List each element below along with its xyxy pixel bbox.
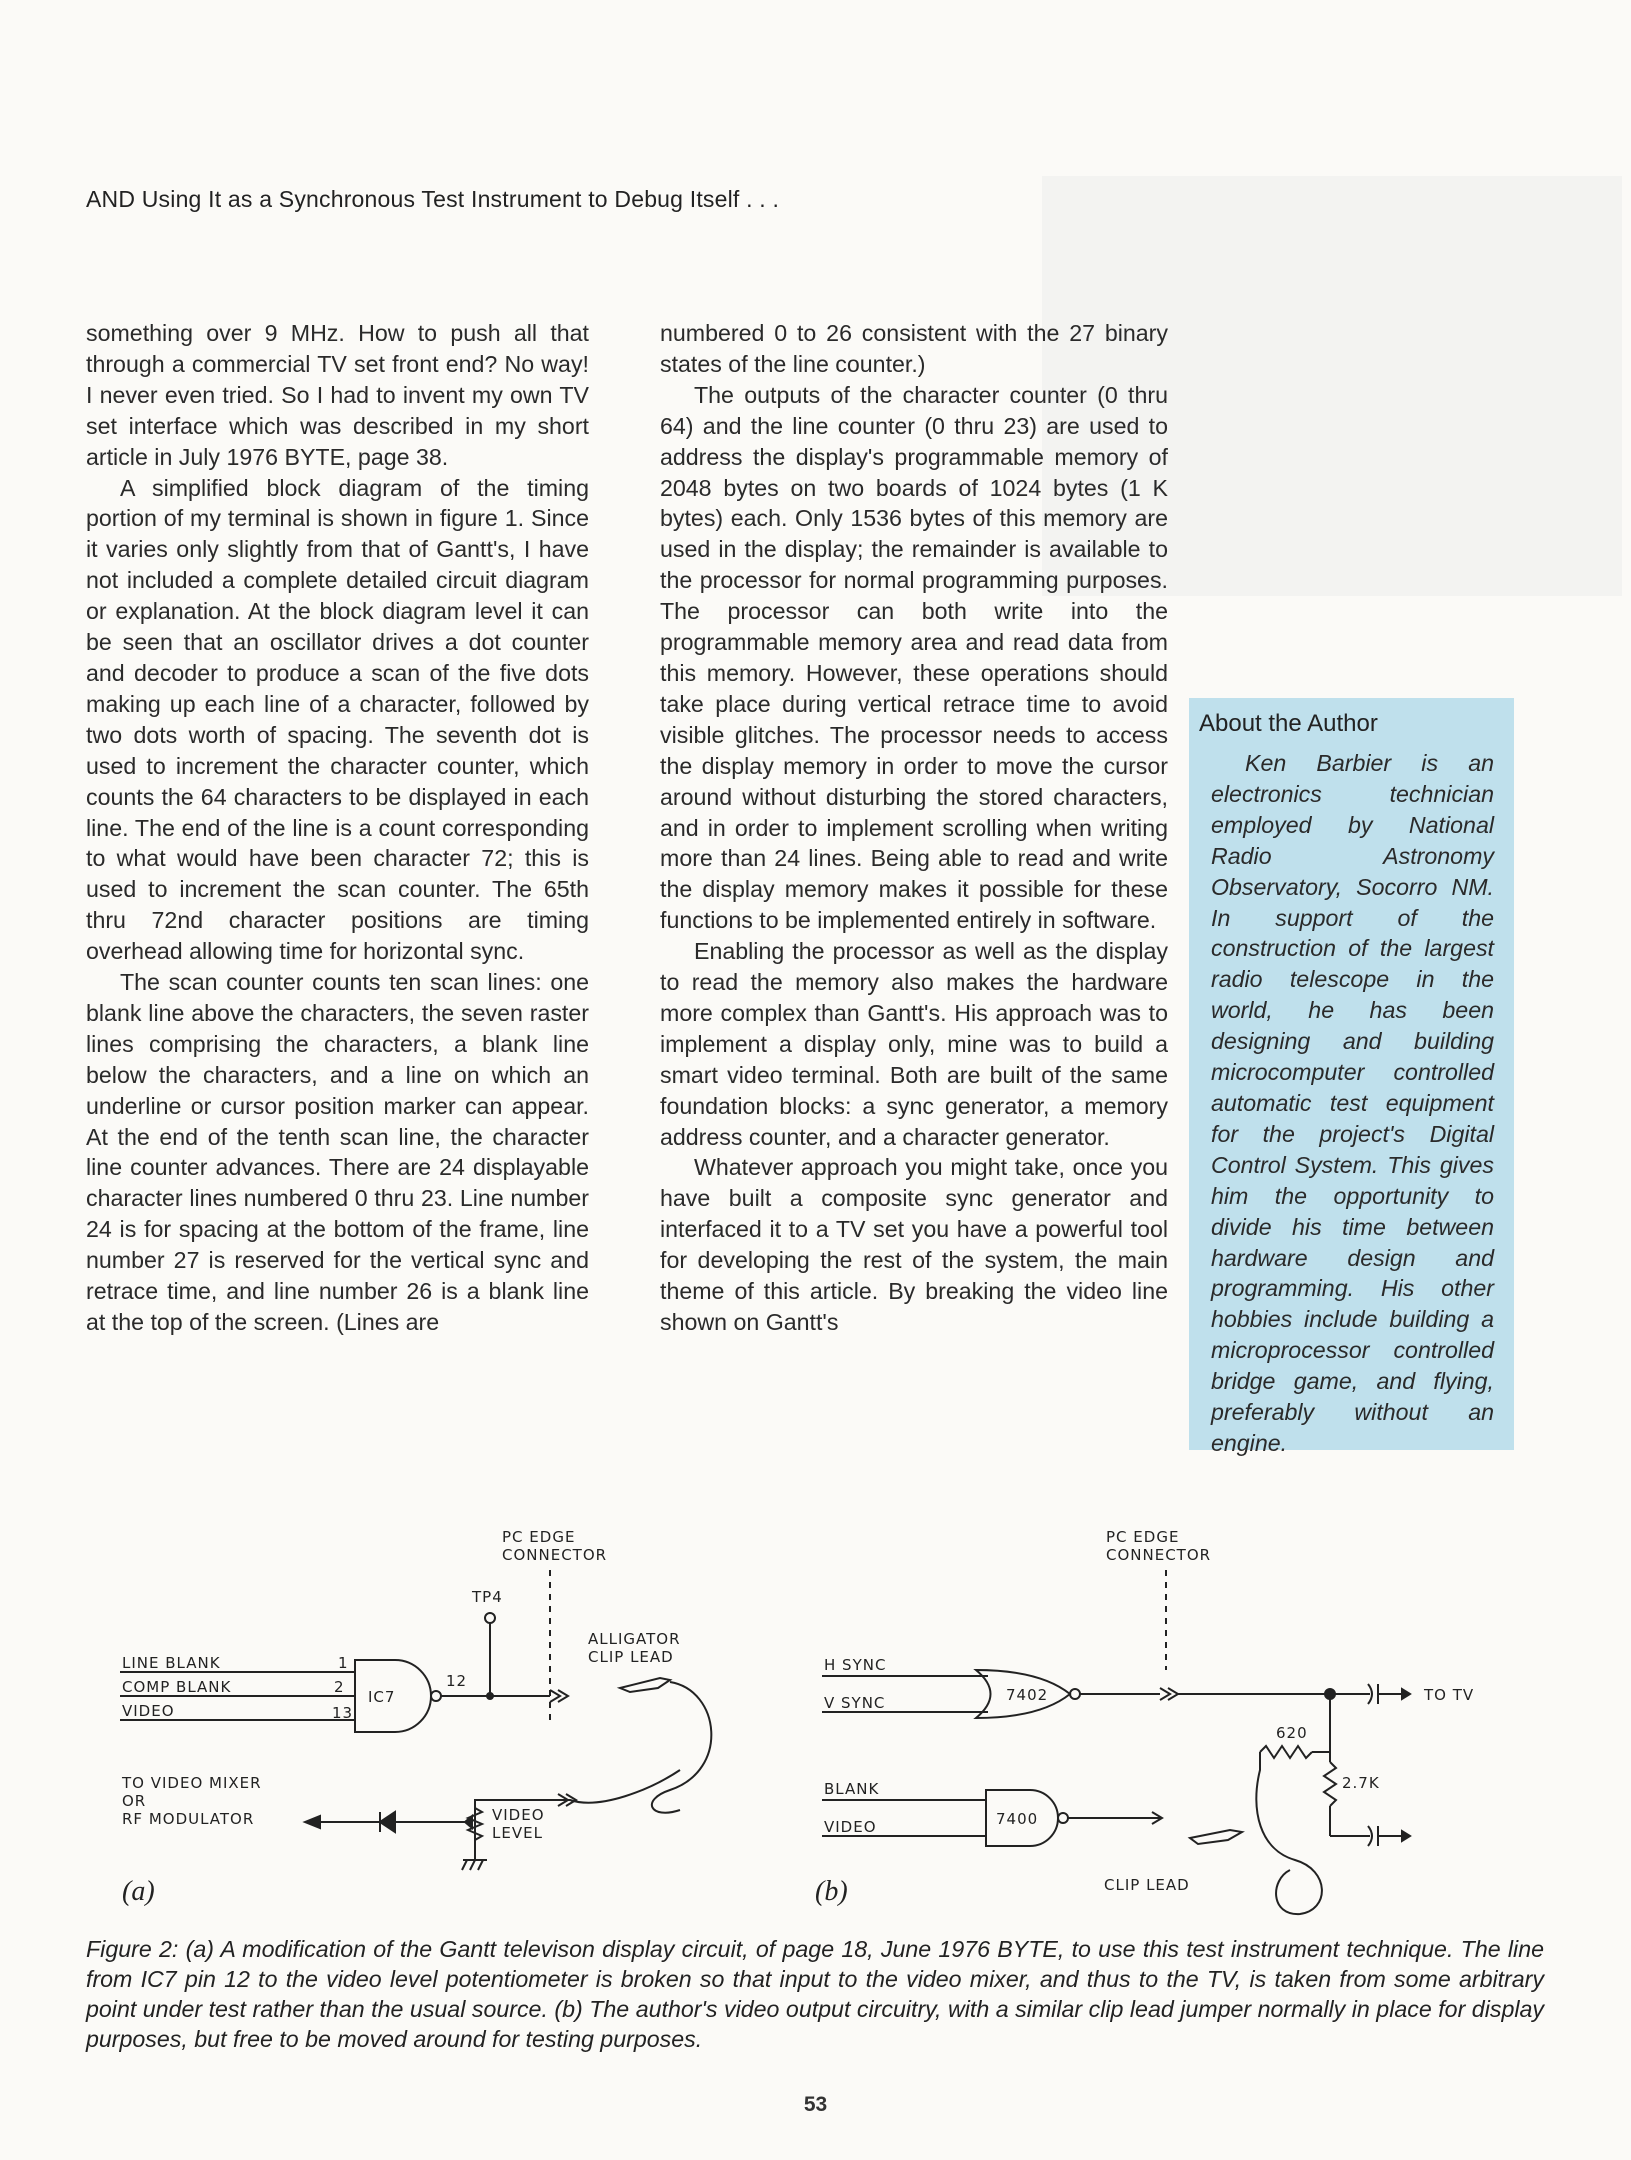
- to-video-label-2: OR: [122, 1792, 146, 1810]
- alligator-label-2: CLIP LEAD: [588, 1648, 674, 1666]
- paragraph: The scan counter counts ten scan lines: …: [86, 969, 589, 1335]
- author-box-title: About the Author: [1199, 710, 1378, 737]
- clip-lead-wire-a: [650, 1681, 713, 1814]
- paragraph: Whatever approach you might take, once y…: [660, 1154, 1168, 1335]
- panel-a: PC EDGE CONNECTOR TP4 LINE BLANK COMP BL…: [120, 1528, 713, 1907]
- to-tv-label: TO TV: [1423, 1686, 1474, 1704]
- comp-blank-label: COMP BLANK: [122, 1678, 232, 1696]
- resistor-620: [1259, 1744, 1313, 1760]
- tp4-label: TP4: [471, 1588, 503, 1606]
- clip-lead-label: CLIP LEAD: [1104, 1876, 1190, 1894]
- pin-2-label: 2: [334, 1678, 345, 1696]
- to-video-label-1: TO VIDEO MIXER: [121, 1774, 262, 1792]
- connector-chevron-b2: [1151, 1811, 1164, 1825]
- ic7-output-bubble: [430, 1690, 442, 1702]
- author-bio: Ken Barbier is an electronics technician…: [1211, 750, 1494, 1456]
- h-sync-label: H SYNC: [824, 1656, 886, 1674]
- circuit-diagram: PC EDGE CONNECTOR TP4 LINE BLANK COMP BL…: [120, 1528, 1474, 1916]
- ic7-label: IC7: [368, 1688, 395, 1706]
- r27k-label: 2.7K: [1342, 1774, 1380, 1792]
- pc-edge-label-b: PC EDGE: [1106, 1528, 1179, 1546]
- r620-label: 620: [1276, 1724, 1308, 1742]
- video-level-label-2: LEVEL: [492, 1824, 543, 1842]
- video-level-label-1: VIDEO: [492, 1806, 545, 1824]
- alligator-clip-icon: [616, 1676, 673, 1694]
- line-blank-label: LINE BLANK: [122, 1654, 221, 1672]
- to-video-label-3: RF MODULATOR: [122, 1810, 254, 1828]
- pin-13-label: 13: [332, 1704, 353, 1722]
- pc-edge-label-a-2: CONNECTOR: [502, 1546, 607, 1564]
- nand-output-bubble: [1057, 1812, 1069, 1824]
- alligator-label-1: ALLIGATOR: [588, 1630, 681, 1648]
- running-header: AND Using It as a Synchronous Test Instr…: [86, 186, 780, 212]
- paragraph: numbered 0 to 26 consistent with the 27 …: [660, 320, 1168, 377]
- gate-7400-label: 7400: [996, 1810, 1038, 1828]
- arrow-right-icon-2: [1401, 1829, 1412, 1843]
- nor-gate-7402: [973, 1668, 1072, 1720]
- paragraph: A simplified block diagram of the timing…: [86, 474, 589, 965]
- gate-7402-label: 7402: [1006, 1686, 1048, 1704]
- diode-icon: [378, 1810, 396, 1834]
- panel-b: PC EDGE CONNECTOR H SYNC V SYNC 7402 TO …: [815, 1528, 1474, 1916]
- arrow-left-icon: [302, 1814, 321, 1830]
- about-the-author-box: About the Author Ken Barbier is an elect…: [1189, 698, 1514, 1456]
- blank-label: BLANK: [824, 1780, 879, 1798]
- panel-a-label: (a): [122, 1876, 155, 1907]
- video-label-b: VIDEO: [824, 1818, 877, 1836]
- pc-edge-label-b-2: CONNECTOR: [1106, 1546, 1211, 1564]
- figure-2-schematic: PC EDGE CONNECTOR TP4 LINE BLANK COMP BL…: [80, 1520, 1540, 1920]
- figure-caption: Figure 2: (a) A modification of the Gant…: [86, 1936, 1544, 2052]
- resistor-2-7k: [1322, 1761, 1338, 1807]
- panel-b-label: (b): [815, 1876, 848, 1907]
- paragraph: something over 9 MHz. How to push all th…: [86, 320, 589, 470]
- test-point-tp4: [484, 1612, 496, 1624]
- v-sync-label: V SYNC: [824, 1694, 885, 1712]
- arrow-right-icon: [1401, 1687, 1412, 1701]
- video-level-pot: [465, 1807, 485, 1860]
- pin-12-label: 12: [446, 1672, 467, 1690]
- text-column-2: numbered 0 to 26 consistent with the 27 …: [660, 318, 1168, 1338]
- pin-1-label: 1: [338, 1654, 349, 1672]
- connector-chevron-b1: [1159, 1687, 1180, 1701]
- page-number: 53: [803, 2093, 828, 2116]
- video-label-a: VIDEO: [122, 1702, 175, 1720]
- paragraph: Enabling the processor as well as the di…: [660, 938, 1168, 1150]
- junction-dot: [486, 1692, 494, 1700]
- connector-chevron-a2: [557, 1793, 578, 1807]
- pc-edge-label-a: PC EDGE: [502, 1528, 575, 1546]
- clip-lead-icon-b: [1187, 1828, 1245, 1846]
- clip-lead-wire-b: [1255, 1752, 1323, 1916]
- text-column-1: something over 9 MHz. How to push all th…: [86, 318, 589, 1338]
- ground-icon: [461, 1859, 487, 1871]
- clip-lead-return-a: [474, 1769, 681, 1850]
- paragraph: The outputs of the character counter (0 …: [660, 381, 1168, 934]
- connector-chevron-a1: [549, 1689, 570, 1703]
- bleed-through-shadow: [1042, 176, 1622, 596]
